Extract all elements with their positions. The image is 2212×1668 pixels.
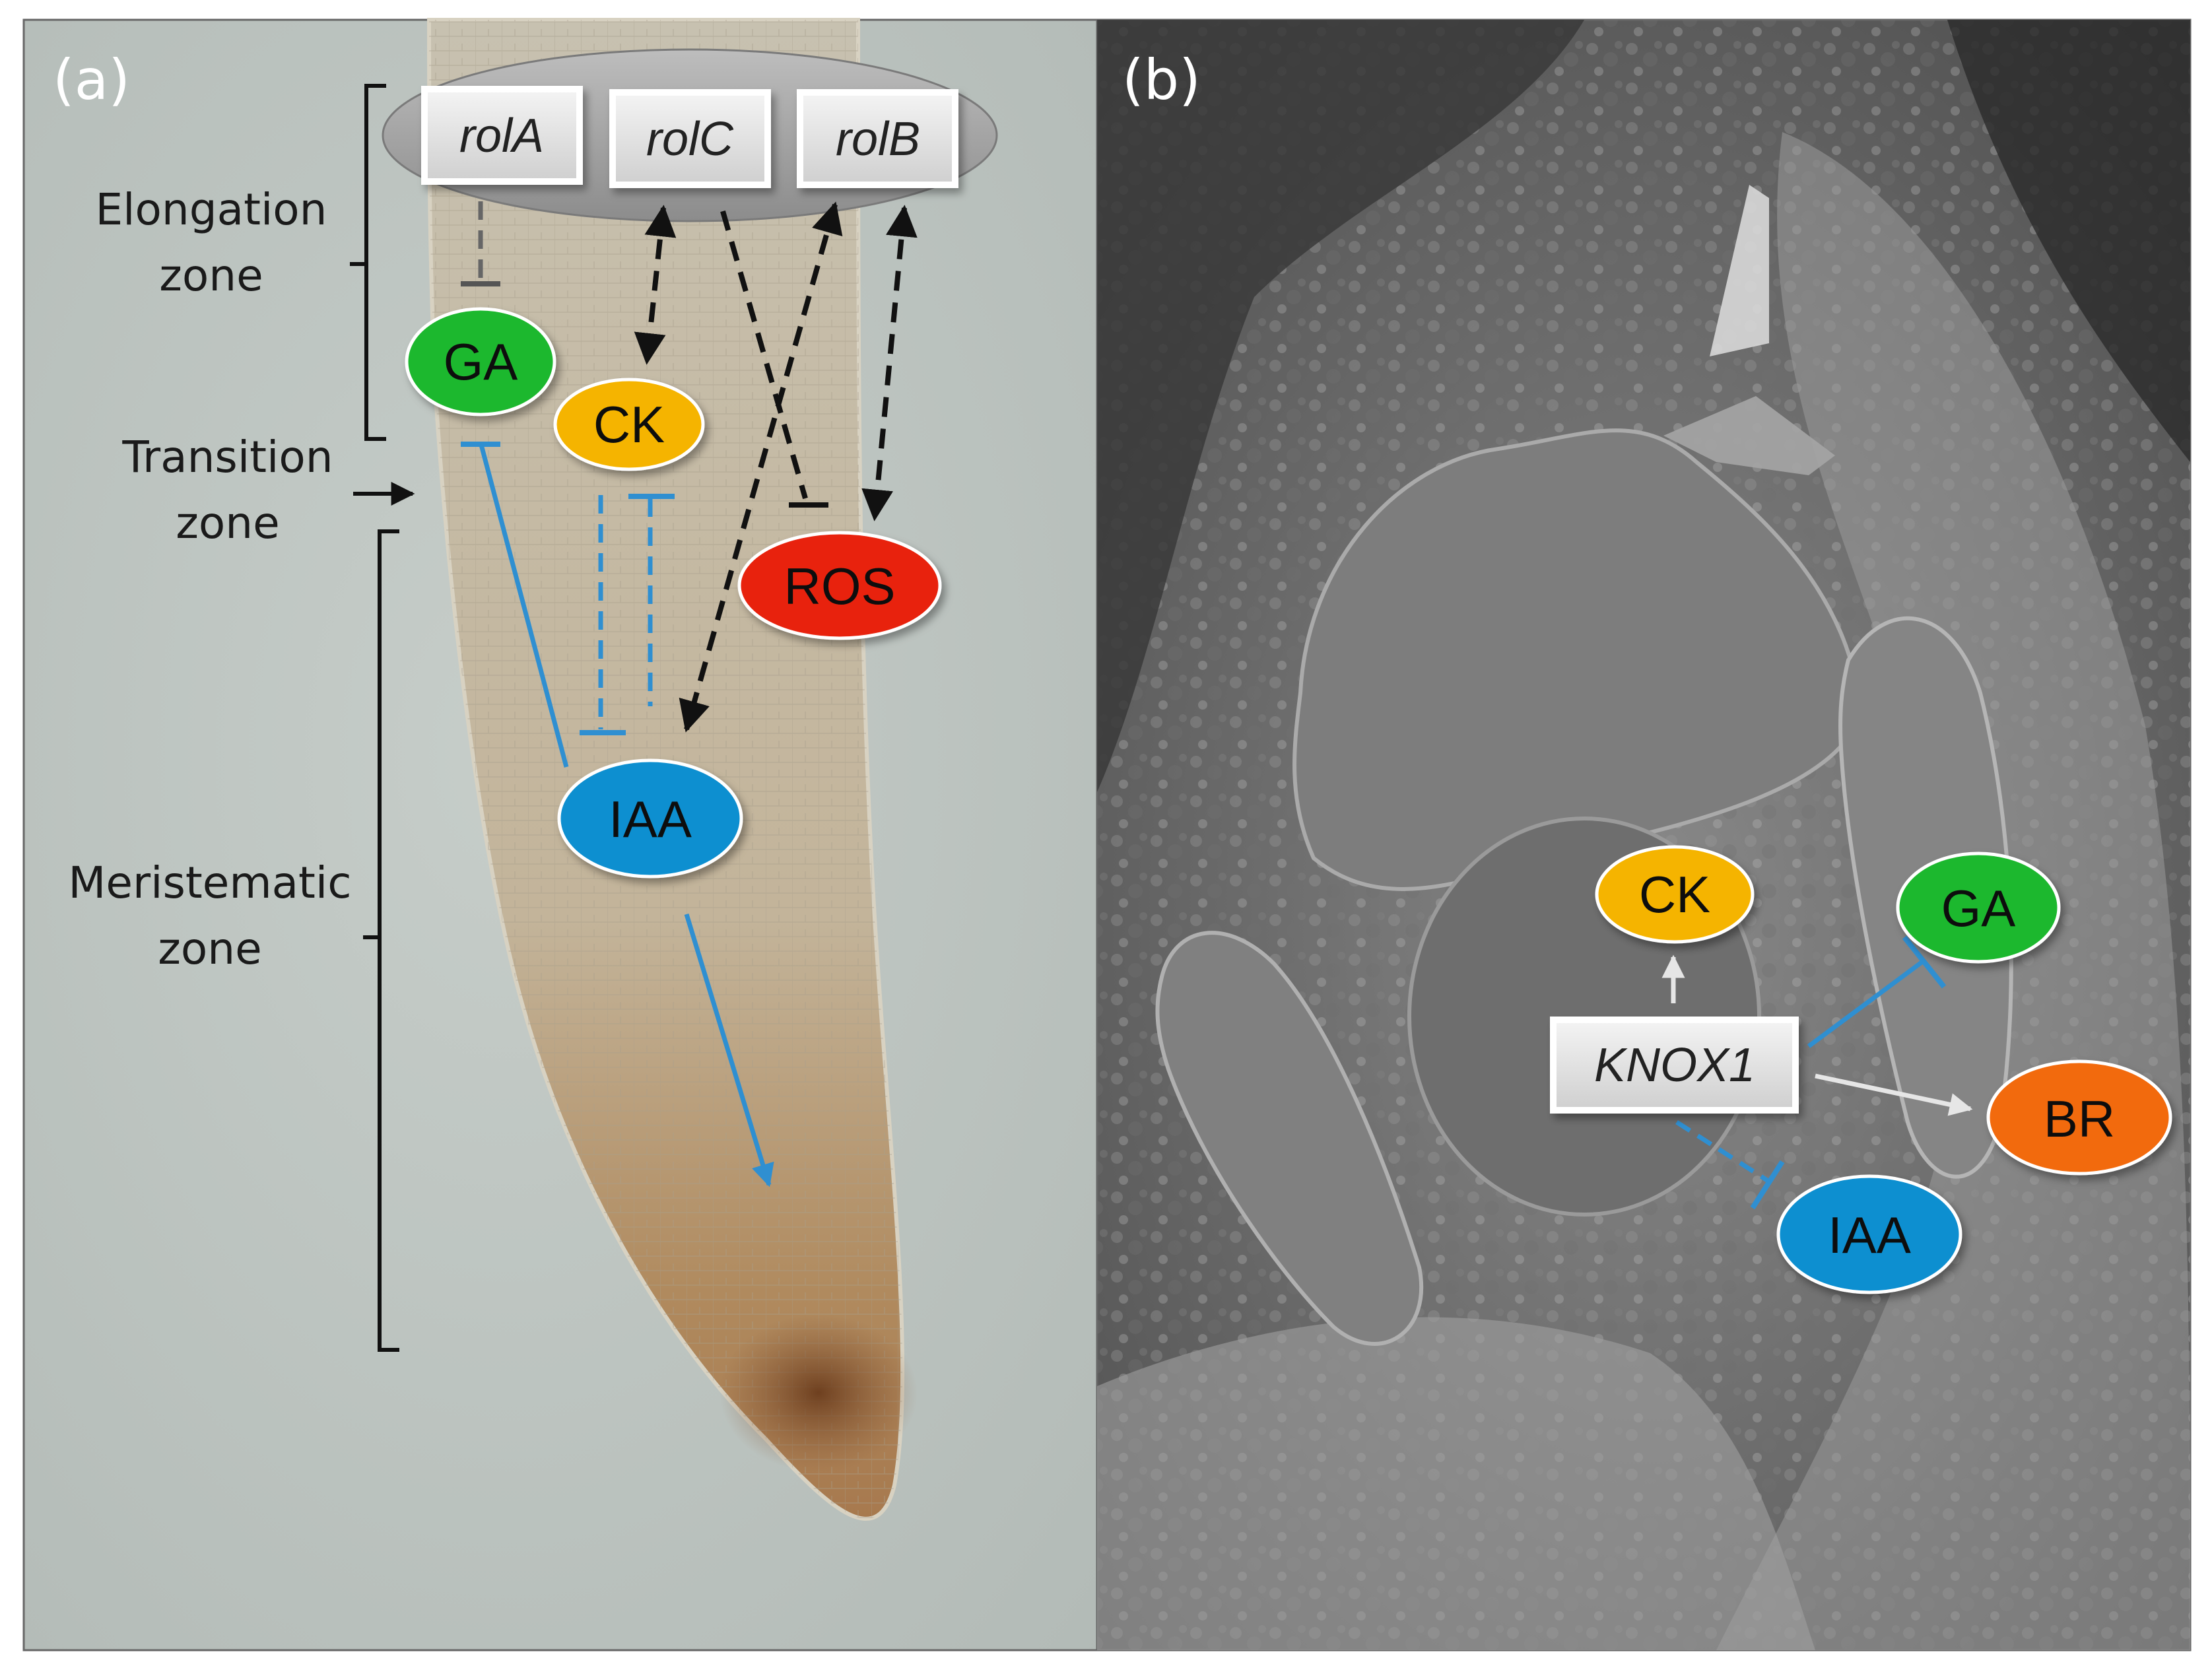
panel-a-tag: (a) — [53, 48, 130, 112]
node-b-iaa: IAA — [1776, 1174, 1962, 1294]
gene-box-rolc: rolC — [609, 89, 771, 188]
panel-b-interactions — [1661, 935, 1973, 1210]
node-b-ga: GA — [1896, 851, 2061, 964]
node-a-ck-label: CK — [593, 395, 665, 453]
node-a-iaa-label: IAA — [609, 790, 692, 848]
gene-label-knox1: KNOX1 — [1594, 1039, 1755, 1092]
node-b-ck-label: CK — [1639, 865, 1710, 923]
sem-rough-right — [1716, 132, 2190, 1650]
sem-primordium-left — [1155, 931, 1424, 1346]
gene-box-knox1: KNOX1 — [1550, 1017, 1799, 1114]
sem-flake — [1710, 185, 1769, 356]
zone-meristematic-line1: Meristematic — [68, 857, 351, 908]
sem-dark-right — [1947, 20, 2190, 462]
gene-label-rolc: rolC — [646, 113, 734, 166]
bracket-elongation — [350, 84, 386, 441]
node-b-br: BR — [1986, 1059, 2172, 1176]
node-b-br-label: BR — [2044, 1090, 2115, 1148]
panel-a-interactions — [461, 201, 918, 1187]
node-a-iaa: IAA — [557, 758, 743, 879]
zone-transition-line1: Transition — [121, 432, 333, 483]
gene-box-rolb: rolB — [797, 89, 958, 188]
bracket-meristematic — [363, 529, 399, 1352]
zone-transition-line2: zone — [176, 498, 279, 549]
zone-elongation-line2: zone — [159, 250, 263, 301]
panel-a: (a) Elongation zone Transition zone Meri… — [22, 18, 1098, 1651]
node-b-ga-label: GA — [1941, 879, 2016, 937]
node-a-ck: CK — [553, 378, 705, 471]
node-a-ga: GA — [405, 307, 556, 417]
node-a-ros: ROS — [737, 531, 942, 640]
zone-meristematic-line2: zone — [158, 923, 261, 974]
panel-b: (b) KNOX1 CK GA — [1096, 18, 2192, 1651]
node-b-ck: CK — [1595, 845, 1755, 944]
node-a-ros-label: ROS — [784, 557, 895, 615]
gene-label-rolb: rolB — [836, 113, 920, 166]
root-tip — [720, 1314, 918, 1472]
gene-label-rola: rolA — [459, 110, 544, 162]
gene-box-rola: rolA — [421, 86, 583, 185]
zone-elongation-line1: Elongation — [95, 184, 327, 235]
sem-rough-bottom — [1097, 1317, 1815, 1650]
sem-dark-left — [1097, 20, 1584, 792]
panel-b-tag: (b) — [1122, 48, 1201, 112]
node-b-iaa-label: IAA — [1828, 1206, 1911, 1264]
node-a-ga-label: GA — [444, 333, 518, 391]
sem-spike — [1663, 396, 1835, 475]
